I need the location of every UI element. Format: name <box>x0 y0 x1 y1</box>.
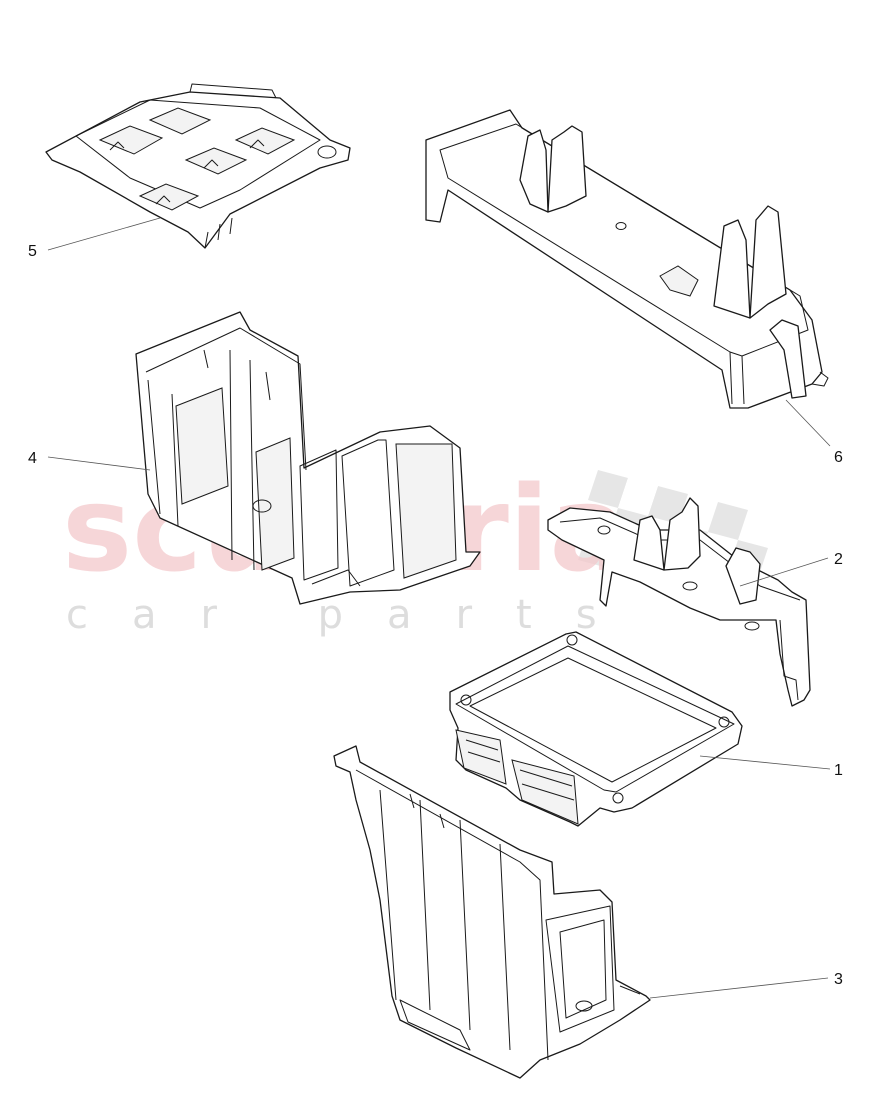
callouts: 1 2 3 4 5 6 <box>28 243 843 988</box>
leader-line-2 <box>739 557 829 587</box>
part-3-lower-housing <box>333 745 651 1079</box>
leader-line-6 <box>785 399 831 447</box>
part-4-open-tray <box>135 311 481 605</box>
callout-3: 3 <box>834 971 843 988</box>
callout-6: 6 <box>834 449 843 466</box>
leader-line-1 <box>699 755 831 770</box>
part-2-small-bracket <box>547 497 811 707</box>
callout-1: 1 <box>834 762 843 779</box>
callout-4: 4 <box>28 450 37 467</box>
part-6-long-bracket <box>425 109 829 409</box>
callout-2: 2 <box>834 551 843 568</box>
callout-5: 5 <box>28 243 37 260</box>
part-1-control-unit <box>449 631 743 827</box>
leader-line-5 <box>47 217 161 251</box>
watermark-tagline: car parts <box>66 592 641 638</box>
leader-line-3 <box>649 977 829 999</box>
part-5-mounting-plate <box>45 83 351 249</box>
leader-line-4 <box>47 456 151 471</box>
leader-lines <box>47 217 831 999</box>
